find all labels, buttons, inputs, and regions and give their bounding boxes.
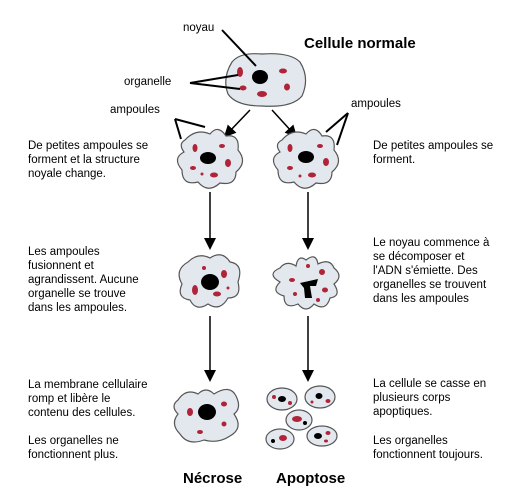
apoptosis-label: Apoptose: [276, 470, 346, 487]
necrosis-step1-text: De petites ampoules se forment et la str…: [28, 140, 149, 180]
title: Cellule normale: [304, 35, 416, 52]
ampoules-left-pointer-1: [174, 118, 206, 128]
apoptosis-step3-text: La cellule se casse en plusieurs corps a…: [373, 378, 487, 418]
noyau-label: noyau: [183, 22, 215, 34]
organelle-pointer-2: [189, 82, 241, 90]
necrosis-cell-stage-2: [178, 254, 241, 308]
necrosis-organelles-text: Les organelles ne fonctionnent plus.: [28, 435, 119, 461]
apoptosis-step2-text: Le noyau commence à se décomposer et l'A…: [373, 237, 490, 305]
necrosis-cell-stage-3: [173, 388, 240, 443]
ampoules-left-pointer-2: [174, 118, 182, 140]
arrow-to-apoptosis: [271, 109, 298, 138]
nucleus: [252, 70, 268, 84]
apoptotic-bodies: [265, 385, 338, 450]
ampoules-left-label: ampoules: [110, 104, 160, 116]
organelle-label: organelle: [124, 76, 172, 88]
noyau-pointer: [221, 29, 257, 67]
ampoules-right-label: ampoules: [351, 98, 401, 110]
ampoules-right-pointer-2: [336, 112, 349, 146]
apoptosis-cell-stage-2: [272, 256, 340, 310]
ampoules-right-pointer-1: [325, 112, 349, 133]
necrosis-step2-text: Les ampoules fusionnent et agrandissent.…: [28, 246, 139, 314]
necrosis-label: Nécrose: [183, 470, 243, 487]
necrosis-step3-text: La membrane cellulaire romp et libère le…: [28, 379, 148, 419]
arrow-to-necrosis: [223, 109, 251, 138]
apoptosis-step1-text: De petites ampoules se forment.: [373, 140, 494, 166]
normal-cell: [225, 53, 307, 107]
apoptosis-organelles-text: Les organelles fonctionnent toujours.: [373, 435, 483, 461]
apoptosis-cell-stage-1: [272, 128, 340, 189]
organelle: [237, 67, 243, 77]
organelle-pointer-1: [189, 74, 239, 84]
necrosis-cell-stage-1: [176, 128, 244, 189]
